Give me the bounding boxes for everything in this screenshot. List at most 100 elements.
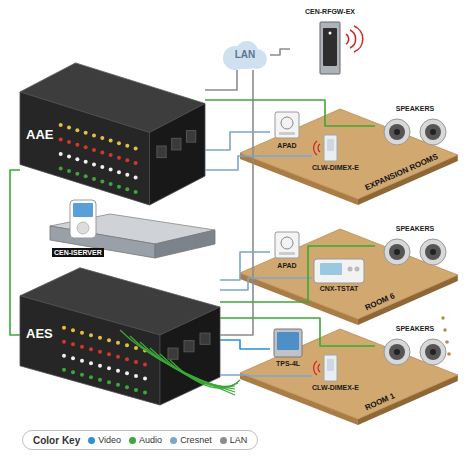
rca-jack bbox=[117, 141, 121, 145]
speaker-cap bbox=[430, 349, 436, 355]
rca-jack bbox=[84, 145, 88, 149]
rca-jack bbox=[125, 173, 129, 177]
audio-rack-art bbox=[20, 268, 220, 405]
room-floor-art bbox=[240, 329, 458, 425]
rf-gateway-shape bbox=[290, 8, 370, 90]
rca-jack bbox=[116, 355, 120, 359]
rca-jack bbox=[117, 185, 121, 189]
rca-jack bbox=[71, 370, 75, 374]
rca-jack bbox=[125, 343, 129, 347]
rca-jack bbox=[62, 354, 66, 358]
rca-jack bbox=[109, 182, 113, 186]
keypad-buttons bbox=[279, 252, 295, 255]
rca-jack bbox=[98, 378, 102, 382]
gateway-front bbox=[323, 28, 337, 66]
keypad-buttons bbox=[279, 132, 295, 135]
rca-jack bbox=[116, 383, 120, 387]
touch-panel: TPS-4L bbox=[270, 327, 306, 371]
rca-jack bbox=[143, 390, 147, 394]
status-led bbox=[329, 32, 332, 35]
audio-cable-loops bbox=[120, 330, 240, 395]
dot bbox=[445, 340, 449, 344]
rca-jack bbox=[134, 161, 138, 165]
legend-title: Color Key bbox=[33, 435, 80, 446]
amplifier-rack-art bbox=[20, 63, 205, 205]
speaker-rim bbox=[384, 339, 410, 365]
rca-jack bbox=[107, 366, 111, 370]
cable-connector bbox=[270, 49, 290, 55]
dimmer-rocker bbox=[327, 139, 334, 151]
cable-connector bbox=[205, 70, 237, 90]
speaker-cap bbox=[430, 249, 436, 255]
server-front bbox=[50, 226, 155, 258]
rack-side bbox=[160, 307, 220, 405]
rca-jack bbox=[92, 133, 96, 137]
rca-jack bbox=[67, 155, 71, 159]
rf-gateway: CEN-RFGW-EX bbox=[290, 8, 370, 90]
thermostat-body bbox=[314, 259, 364, 283]
cable-loop bbox=[150, 348, 235, 386]
rca-jack bbox=[98, 336, 102, 340]
ipod-wheel bbox=[77, 222, 89, 234]
speaker-pair: SPEAKERS bbox=[375, 105, 455, 147]
rca-jack bbox=[134, 360, 138, 364]
cable-connector bbox=[205, 156, 312, 170]
cable-loop bbox=[120, 330, 235, 395]
dimmer-panel: CLW-DIMEX-E bbox=[312, 135, 370, 177]
cable-connector bbox=[220, 340, 270, 349]
ipod-screen bbox=[73, 203, 93, 217]
rca-jack bbox=[117, 170, 121, 174]
rca-jack bbox=[67, 140, 71, 144]
dimmer-panel-art bbox=[314, 355, 337, 381]
room-floor-art bbox=[240, 229, 458, 325]
server-side bbox=[155, 230, 215, 258]
speaker-pair: SPEAKERS bbox=[375, 325, 455, 367]
rca-jack bbox=[75, 128, 79, 132]
cable-connector bbox=[10, 170, 20, 335]
node-label: SPEAKERS bbox=[375, 325, 455, 332]
speaker-pair-art bbox=[384, 119, 446, 145]
rca-jack bbox=[143, 376, 147, 380]
thermostat-shape bbox=[312, 257, 366, 299]
rca-jack bbox=[98, 364, 102, 368]
cable-connector bbox=[220, 375, 312, 376]
dot bbox=[441, 316, 445, 320]
media-server-art bbox=[50, 200, 215, 258]
cable-loop bbox=[140, 342, 235, 389]
dimmer-rocker bbox=[327, 359, 334, 371]
cable-connector bbox=[220, 252, 270, 280]
node-label: TPS-4L bbox=[270, 360, 306, 367]
rca-jack bbox=[134, 388, 138, 392]
rear-port bbox=[172, 138, 181, 150]
rca-jack bbox=[80, 345, 84, 349]
cable-connector bbox=[220, 70, 253, 335]
speaker-cap bbox=[394, 349, 400, 355]
rack-front bbox=[20, 296, 160, 405]
touch-panel-frame bbox=[274, 329, 302, 357]
touch-panel-screen bbox=[277, 332, 299, 350]
room-floor: EXPANSION ROOMSAPADCLW-DIMEX-ESPEAKERS bbox=[240, 105, 460, 205]
keypad-art bbox=[275, 112, 299, 138]
thermostat-button bbox=[348, 267, 353, 272]
speaker-cone bbox=[425, 344, 441, 360]
thermostat: CNX-TSTAT bbox=[312, 257, 366, 299]
color-key: Color KeyVideoAudioCresnetLAN bbox=[22, 430, 258, 450]
rca-jack bbox=[125, 357, 129, 361]
keypad-dial bbox=[281, 237, 293, 249]
speaker-cap bbox=[394, 249, 400, 255]
node-label: CEN-ISERVER bbox=[52, 248, 104, 257]
rca-jack bbox=[134, 190, 138, 194]
rca-jack bbox=[59, 123, 63, 127]
cable-connector bbox=[220, 246, 375, 302]
rca-jack bbox=[100, 180, 104, 184]
floor-top bbox=[240, 109, 458, 199]
wireless-waves bbox=[314, 141, 320, 155]
rca-jack bbox=[125, 144, 129, 148]
cable-loop bbox=[160, 354, 238, 386]
rca-jack bbox=[100, 165, 104, 169]
rca-jack bbox=[109, 153, 113, 157]
speaker-cone bbox=[389, 124, 405, 140]
rca-jack bbox=[143, 362, 147, 366]
